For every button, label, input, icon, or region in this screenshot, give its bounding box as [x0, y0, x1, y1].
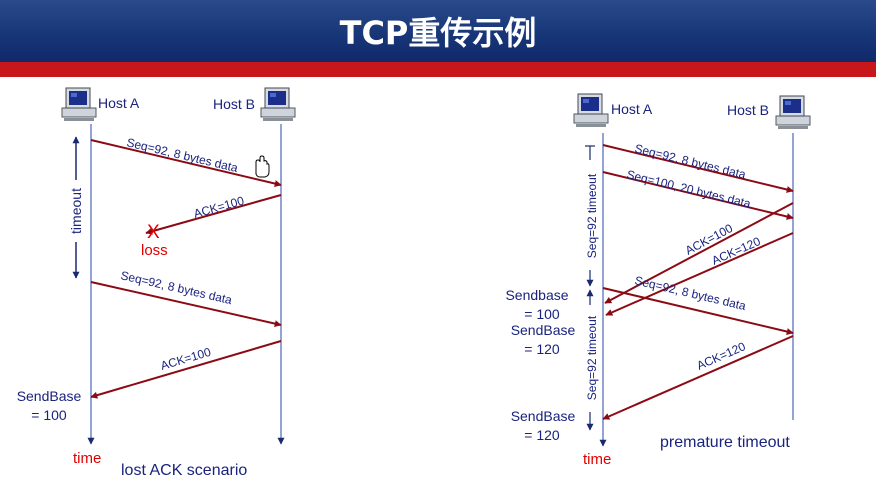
sendbase-label-line1: SendBase: [17, 388, 82, 404]
host-b-label: Host B: [727, 102, 769, 118]
sendbase120b-line2: = 120: [524, 427, 560, 443]
scenario-caption: lost ACK scenario: [121, 462, 247, 479]
host-a-label: Host A: [611, 101, 653, 117]
seg1-label: Seq=92, 8 bytes data: [125, 135, 239, 175]
time-label: time: [583, 451, 611, 468]
seg1-arrow: [90, 139, 282, 187]
title-bar: [0, 0, 876, 62]
loss-label: loss: [141, 242, 168, 259]
seg1-arrow: [602, 144, 794, 193]
host-b-computer-icon: [260, 87, 296, 122]
sendbase120a-line2: = 120: [524, 341, 560, 357]
host-b-label: Host B: [213, 96, 255, 112]
timeout2-label: Seq=92 timeout: [585, 315, 599, 400]
ack100-arrow: [604, 202, 794, 304]
ack2-arrow: [90, 340, 282, 399]
premature-timeout-scenario: Host A Host B Seq=92 timeout Seq=92, 8 b…: [505, 93, 811, 468]
host-b-computer-icon: [775, 95, 811, 130]
timeout-label: timeout: [68, 188, 84, 234]
seg3-arrow: [602, 287, 794, 335]
ack1-label: ACK=100: [192, 193, 246, 221]
slide-title: TCP重传示例: [339, 14, 537, 52]
lost-ack-scenario: Host A Host B timeout Seq=92, 8 bytes da…: [17, 87, 296, 479]
sendbase100-line1: Sendbase: [505, 287, 568, 303]
ack120-arrow: [605, 232, 794, 316]
seg2-arrow: [90, 281, 282, 328]
timeout1-label: Seq=92 timeout: [585, 173, 599, 258]
sendbase120b-line1: SendBase: [511, 408, 576, 424]
seg2-arrow: [602, 171, 794, 220]
title-stripe: [0, 62, 876, 77]
ack1-arrow: [145, 194, 282, 235]
seg3-label: Seq=92, 8 bytes data: [633, 273, 747, 313]
sendbase120a-line1: SendBase: [511, 322, 576, 338]
loss-x-mark: X: [147, 222, 160, 243]
time-label: time: [73, 450, 101, 467]
host-a-computer-icon: [573, 93, 609, 128]
sendbase-label-line2: = 100: [31, 407, 67, 423]
hand-cursor-icon: [255, 155, 270, 178]
scenario-caption: premature timeout: [660, 434, 790, 451]
ack120b-arrow: [602, 335, 794, 420]
host-a-label: Host A: [98, 95, 140, 111]
sendbase100-line2: = 100: [524, 306, 560, 322]
host-a-computer-icon: [61, 87, 97, 122]
